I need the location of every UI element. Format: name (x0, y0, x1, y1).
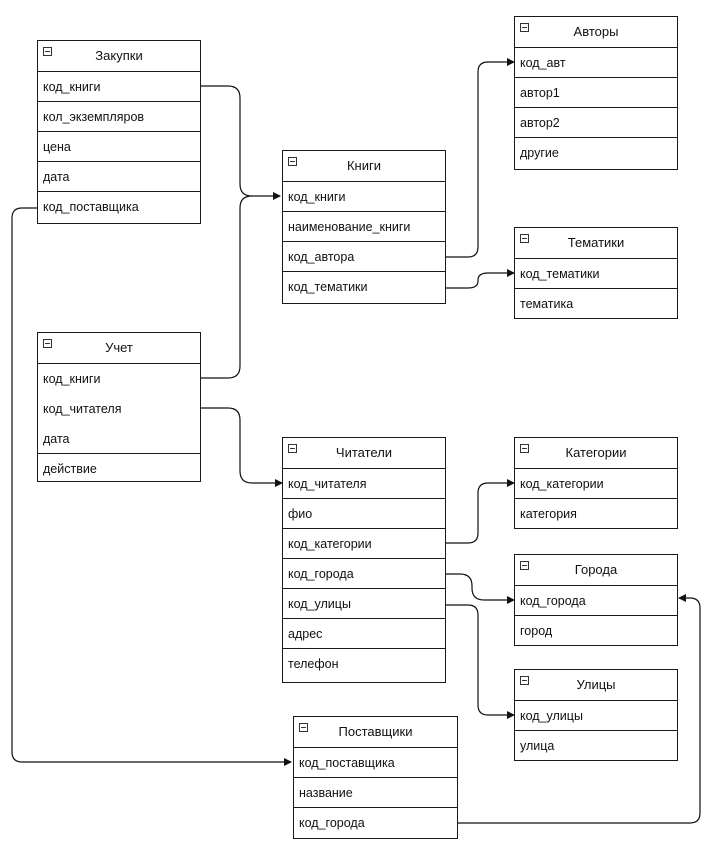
field-row[interactable]: код_автора (283, 242, 445, 272)
collapse-icon[interactable] (288, 444, 297, 453)
link-knigi-avtory (445, 58, 515, 258)
field-row[interactable]: код_поставщика (43, 200, 139, 214)
entity-title: Закупки (95, 48, 143, 63)
link-chitateli-goroda (446, 573, 515, 604)
link-zakupki-knigi (200, 85, 281, 200)
entity-header[interactable]: Закупки (38, 41, 200, 72)
entity-title: Тематики (567, 235, 625, 250)
field-row[interactable]: код_города (283, 559, 445, 589)
link-knigi-tematiki (445, 269, 515, 289)
field-row[interactable]: код_города (515, 586, 677, 616)
entity-header[interactable]: Улицы (515, 670, 677, 701)
entity-title: Читатели (335, 445, 393, 460)
entity-zakupki[interactable]: Закупки код_книги кол_экземпляров цена д… (37, 40, 201, 224)
field-row[interactable]: фио (283, 499, 445, 529)
field-row[interactable]: код_улицы (283, 589, 445, 619)
field-row[interactable]: код_тематики (288, 280, 368, 294)
collapse-icon[interactable] (520, 561, 529, 570)
collapse-icon[interactable] (520, 23, 529, 32)
collapse-icon[interactable] (520, 444, 529, 453)
entity-title: Поставщики (338, 724, 413, 739)
field-row[interactable]: дата (38, 162, 200, 192)
entity-header[interactable]: Читатели (283, 438, 445, 469)
field-row[interactable]: автор2 (515, 108, 677, 138)
entity-kategorii[interactable]: Категории код_категории категория (514, 437, 678, 529)
entity-title: Авторы (573, 24, 619, 39)
link-uchet-knigi (200, 195, 253, 379)
field-row[interactable]: другие (520, 146, 559, 160)
entity-uchet[interactable]: Учет код_книги код_читателя дата действи… (37, 332, 201, 482)
entity-ulitsy[interactable]: Улицы код_улицы улица (514, 669, 678, 761)
field-row[interactable]: дата (38, 424, 200, 454)
field-row[interactable]: код_города (299, 816, 365, 830)
collapse-icon[interactable] (520, 676, 529, 685)
entity-title: Города (574, 562, 618, 577)
entity-goroda[interactable]: Города код_города город (514, 554, 678, 646)
field-row[interactable]: код_книги (283, 182, 445, 212)
field-row[interactable]: код_авт (515, 48, 677, 78)
field-row[interactable]: код_тематики (515, 259, 677, 289)
entity-title: Улицы (576, 677, 616, 692)
field-row[interactable]: цена (38, 132, 200, 162)
entity-chitateli[interactable]: Читатели код_читателя фио код_категории … (282, 437, 446, 683)
entity-header[interactable]: Города (515, 555, 677, 586)
field-row[interactable]: тематика (520, 297, 574, 311)
field-row[interactable]: улица (520, 739, 555, 753)
link-zakupki-postavshchiki (11, 207, 292, 766)
field-row[interactable]: категория (520, 507, 577, 521)
entity-header[interactable]: Учет (38, 333, 200, 364)
field-row[interactable]: код_читателя (43, 402, 122, 416)
field-row[interactable]: код_категории (283, 529, 445, 559)
link-chitateli-ulitsy (446, 604, 515, 719)
entity-header[interactable]: Книги (283, 151, 445, 182)
link-uchet-chitateli (200, 407, 283, 487)
entity-title: Учет (105, 340, 133, 355)
entity-header[interactable]: Авторы (515, 17, 677, 48)
field-row[interactable]: кол_экземпляров (38, 102, 200, 132)
field-row[interactable]: автор1 (515, 78, 677, 108)
entity-postavshchiki[interactable]: Поставщики код_поставщика название код_г… (293, 716, 458, 839)
entity-title: Категории (565, 445, 627, 460)
entity-avtory[interactable]: Авторы код_авт автор1 автор2 другие (514, 16, 678, 170)
link-chitateli-kategorii (446, 479, 515, 544)
field-row[interactable]: код_категории (515, 469, 677, 499)
field-row[interactable]: код_поставщика (294, 748, 457, 778)
field-row[interactable]: город (520, 624, 553, 638)
entity-header[interactable]: Категории (515, 438, 677, 469)
field-row[interactable]: действие (43, 462, 97, 476)
field-row[interactable]: код_книги (38, 72, 200, 102)
entity-header[interactable]: Тематики (515, 228, 677, 259)
collapse-icon[interactable] (288, 157, 297, 166)
field-row[interactable]: телефон (288, 657, 339, 671)
entity-header[interactable]: Поставщики (294, 717, 457, 748)
link-postavshchiki-goroda (458, 594, 701, 824)
field-row[interactable]: название (294, 778, 457, 808)
field-row[interactable]: код_улицы (515, 701, 677, 731)
field-row[interactable]: адрес (283, 619, 445, 649)
collapse-icon[interactable] (520, 234, 529, 243)
field-row[interactable]: код_читателя (283, 469, 445, 499)
field-row[interactable]: код_книги (43, 372, 101, 386)
collapse-icon[interactable] (43, 339, 52, 348)
collapse-icon[interactable] (43, 47, 52, 56)
entity-title: Книги (346, 158, 382, 173)
collapse-icon[interactable] (299, 723, 308, 732)
entity-tematiki[interactable]: Тематики код_тематики тематика (514, 227, 678, 319)
entity-knigi[interactable]: Книги код_книги наименование_книги код_а… (282, 150, 446, 304)
field-row[interactable]: наименование_книги (283, 212, 445, 242)
